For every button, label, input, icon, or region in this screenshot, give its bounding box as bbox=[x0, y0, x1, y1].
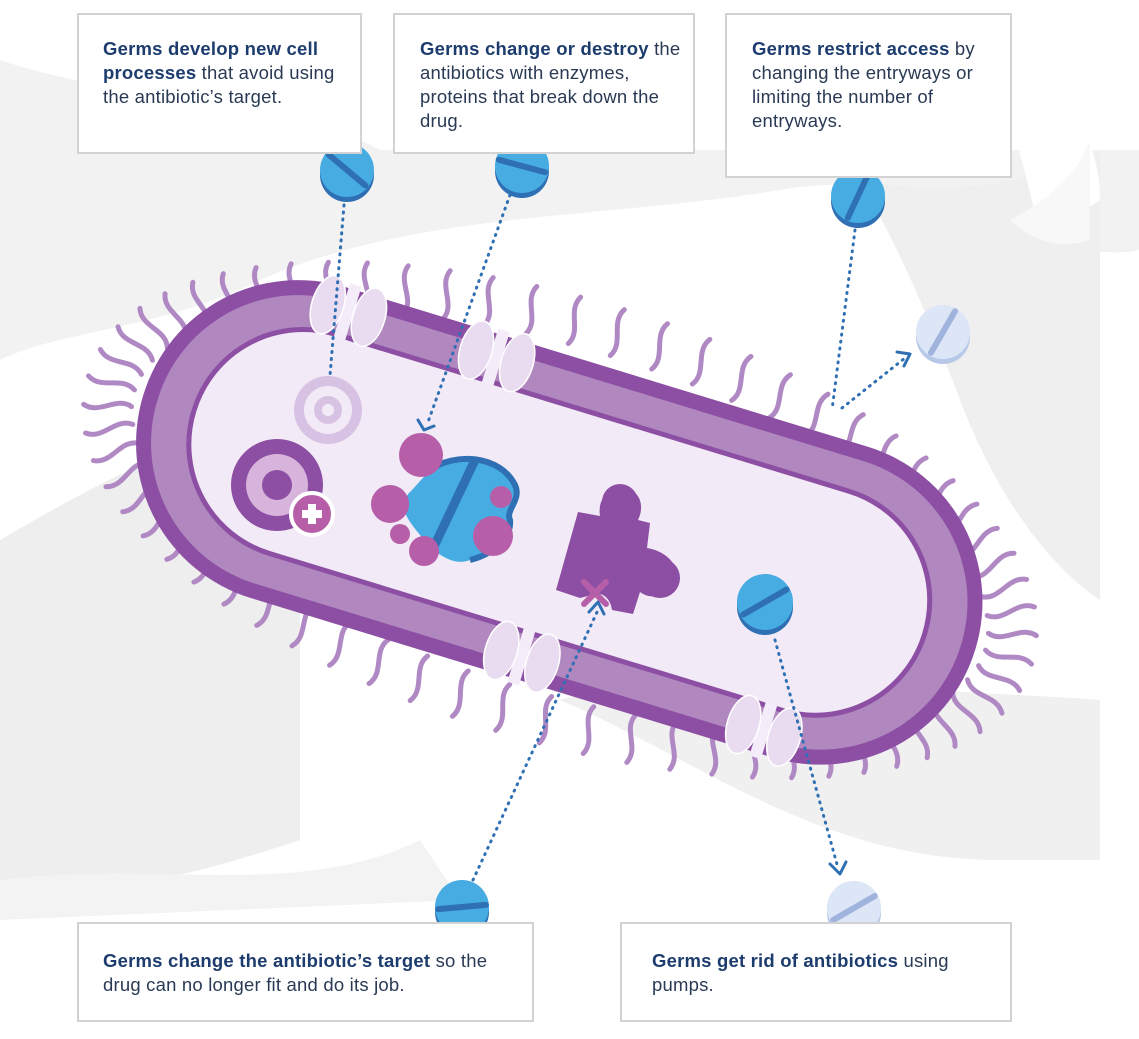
callout-target-text: so the drug can no longer fit and do its… bbox=[103, 950, 488, 995]
flagellum bbox=[965, 677, 1005, 716]
enzyme-blob-icon bbox=[371, 433, 520, 566]
flagellum bbox=[366, 637, 391, 687]
callout-restrict-bold: Germs restrict access bbox=[752, 38, 950, 59]
new-process-ring-icon bbox=[231, 439, 323, 531]
flagellum bbox=[536, 693, 555, 746]
arrow-pumps bbox=[773, 638, 840, 870]
callout-pumps: Germs get rid of antibiotics using pumps… bbox=[620, 922, 1012, 1022]
pathway-arrows bbox=[326, 193, 907, 882]
pill-icon bbox=[737, 574, 793, 635]
callout-pumps-text: using pumps. bbox=[652, 950, 949, 995]
flagellum bbox=[979, 576, 1030, 600]
flagellum bbox=[449, 668, 471, 719]
flagellum bbox=[83, 420, 136, 437]
flagellum bbox=[97, 346, 144, 377]
callout-develop-processes: Germs develop new cell processes that av… bbox=[77, 13, 362, 154]
membrane-channels bbox=[309, 274, 803, 767]
flagellum bbox=[649, 321, 671, 372]
target-ring-icon bbox=[294, 376, 362, 444]
flagellum bbox=[607, 307, 627, 359]
arrow-develop bbox=[326, 203, 346, 402]
flagellum bbox=[983, 647, 1034, 667]
flagellum bbox=[81, 400, 135, 411]
arrow-restrict-out bbox=[840, 356, 907, 410]
callout-restrict-text: by changing the entryways or limiting th… bbox=[752, 38, 975, 131]
flagellum bbox=[689, 336, 713, 387]
flagellum bbox=[407, 653, 431, 704]
flagellum bbox=[115, 324, 155, 363]
pill-icon bbox=[320, 143, 374, 202]
flagellum bbox=[493, 681, 513, 733]
plus-badge-icon bbox=[289, 491, 335, 537]
pill-icon bbox=[831, 169, 885, 228]
flagellum bbox=[976, 663, 1023, 694]
callout-change-target: Germs change the antibiotic’s target so … bbox=[77, 922, 534, 1022]
callout-pumps-bold: Germs get rid of antibiotics bbox=[652, 950, 899, 971]
flagellum bbox=[90, 440, 141, 464]
callout-develop-text: that avoid using the antibiotic’s target… bbox=[103, 62, 335, 107]
flagellum bbox=[624, 712, 638, 765]
flagellum bbox=[441, 268, 453, 321]
flagellum bbox=[729, 353, 754, 403]
faded-pill-icon bbox=[916, 305, 970, 364]
callout-restrict-access: Germs restrict access by changing the en… bbox=[725, 13, 1012, 178]
flagellum bbox=[950, 689, 983, 735]
arrow-target bbox=[471, 608, 600, 882]
flagellum bbox=[482, 275, 496, 328]
callout-develop-bold: Germs develop new cell processes bbox=[103, 38, 319, 83]
callout-change-text: the antibiotics with enzymes, proteins t… bbox=[420, 38, 681, 131]
flagellum bbox=[86, 373, 137, 393]
callout-change-destroy: Germs change or destroy the antibiotics … bbox=[393, 13, 695, 154]
arrow-change bbox=[426, 193, 512, 424]
flagellum bbox=[984, 603, 1037, 620]
callout-target-bold: Germs change the antibiotic’s target bbox=[103, 950, 431, 971]
arrow-restrict bbox=[830, 228, 857, 412]
flagellum bbox=[523, 283, 540, 336]
flagellum bbox=[985, 629, 1039, 640]
flagellum bbox=[580, 704, 597, 757]
flagellum bbox=[137, 305, 170, 351]
callout-change-bold: Germs change or destroy bbox=[420, 38, 649, 59]
flagellum bbox=[766, 372, 793, 421]
flagellum bbox=[565, 294, 584, 347]
flagellum bbox=[327, 619, 354, 668]
x-mark-icon bbox=[581, 579, 609, 607]
